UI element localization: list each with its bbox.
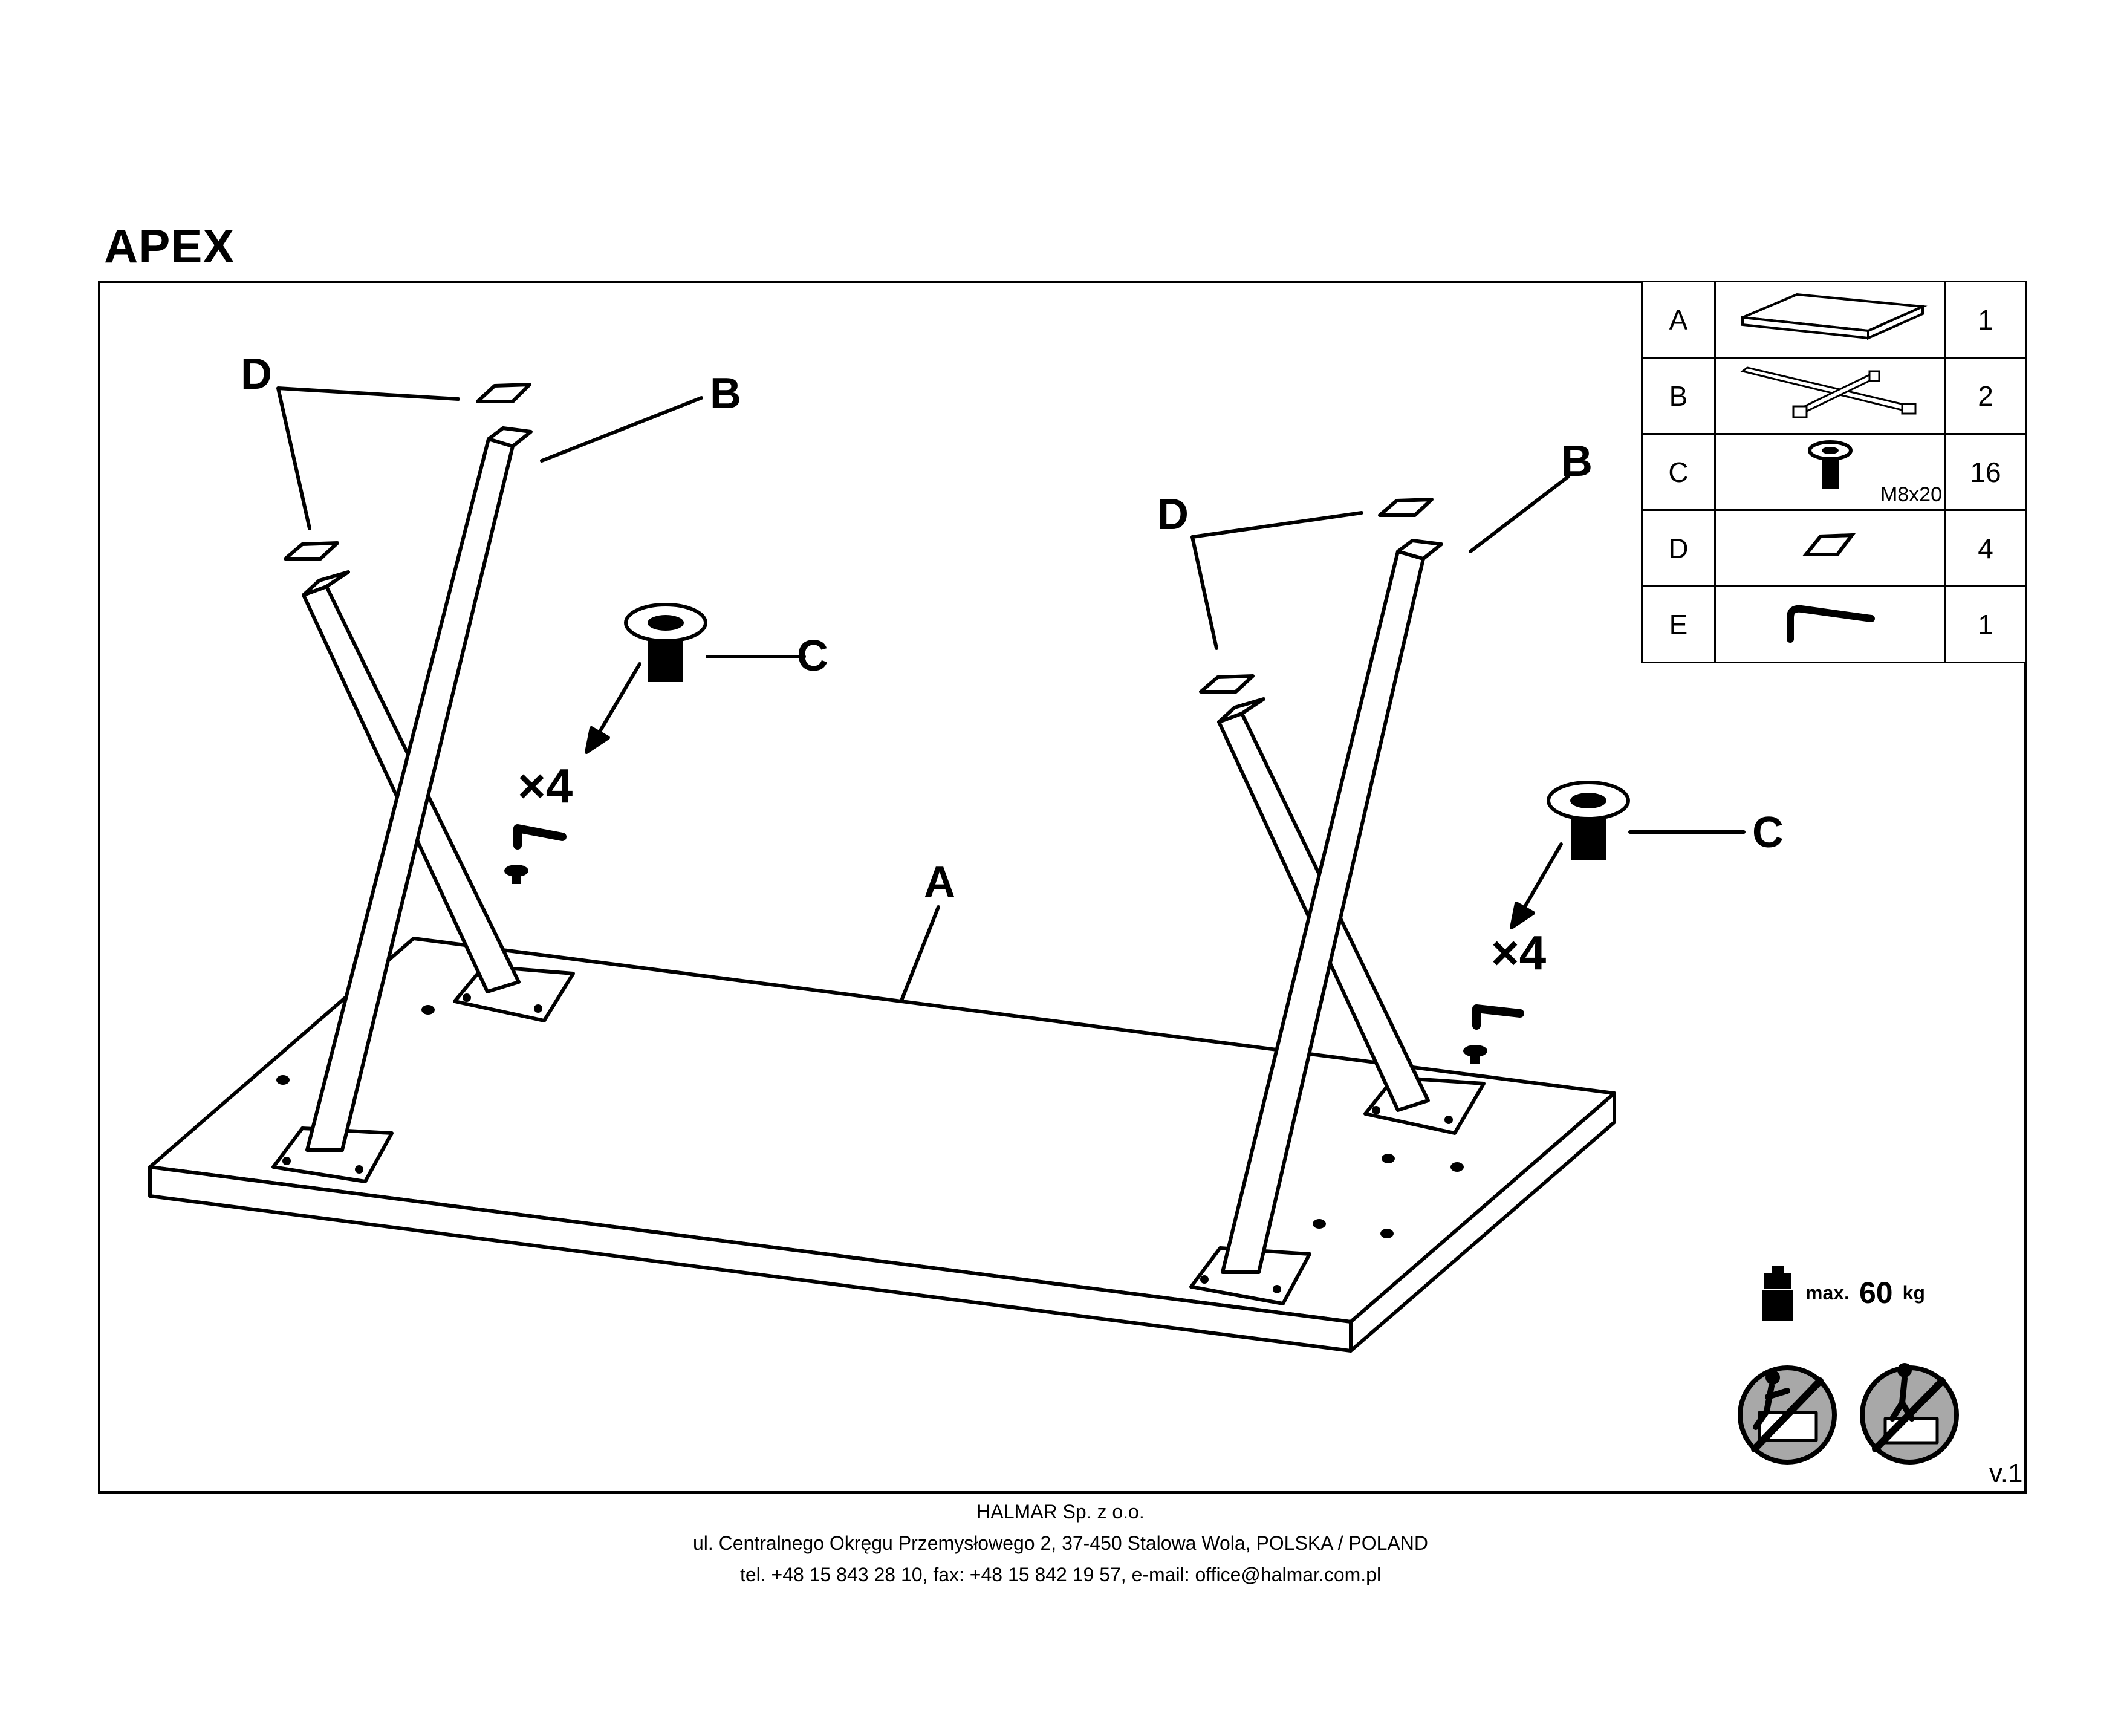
assembly-frame (98, 281, 2027, 1494)
part-quantity: 1 (1944, 281, 2027, 359)
part-quantity: 2 (1944, 357, 2027, 435)
bolt-icon: M8x20 (1714, 433, 1946, 511)
label-d-left: D (241, 350, 272, 398)
quantity-times4-right: ×4 (1491, 926, 1547, 980)
label-b-left: B (710, 369, 741, 418)
max-load-value: 60 (1859, 1276, 1893, 1310)
bolt-c-left (624, 603, 707, 682)
footer: HALMAR Sp. z o.o. ul. Centralnego Okręgu… (0, 1496, 2121, 1590)
bolt-c-right (1547, 781, 1630, 860)
label-a: A (924, 858, 955, 906)
pad-d-3 (1378, 498, 1434, 517)
parts-row-c: C M8x20 16 (1641, 433, 2027, 511)
pad-d-1 (476, 383, 531, 403)
label-c-left: C (797, 632, 828, 680)
max-load-unit: kg (1902, 1281, 1925, 1304)
quantity-times4-left: ×4 (518, 759, 573, 813)
footer-contact: tel. +48 15 843 28 10, fax: +48 15 842 1… (739, 1564, 1382, 1585)
max-load-prefix: max. (1805, 1281, 1850, 1304)
part-letter: D (1641, 509, 1716, 587)
part-quantity: 16 (1944, 433, 2027, 511)
pad-d-2 (284, 541, 339, 561)
parts-row-d: D 4 (1641, 509, 2027, 587)
part-letter: A (1641, 281, 1716, 359)
no-sitting-on-table-icon (1860, 1363, 1959, 1465)
tabletop-icon (1714, 281, 1946, 359)
pad-icon (1714, 509, 1946, 587)
part-letter: C (1641, 433, 1716, 511)
part-letter: B (1641, 357, 1716, 435)
max-load-indicator: max. 60 kg (1759, 1264, 1925, 1322)
parts-list: A 1 B 2 C (1641, 281, 2027, 663)
version-label: v.1 (1989, 1458, 2023, 1488)
part-quantity: 1 (1944, 585, 2027, 663)
bolt-size: M8x20 (1880, 483, 1942, 506)
footer-company: HALMAR Sp. z o.o. (976, 1501, 1145, 1523)
part-letter: E (1641, 585, 1716, 663)
parts-row-a: A 1 (1641, 281, 2027, 359)
x-leg-frame-icon (1714, 357, 1946, 435)
parts-row-b: B 2 (1641, 357, 2027, 435)
parts-row-e: E 1 (1641, 585, 2027, 663)
leg-frame-right (1189, 539, 1486, 1305)
label-d-right: D (1157, 490, 1189, 539)
leg-frame-left (271, 426, 575, 1183)
no-standing-on-table-icon (1738, 1365, 1837, 1465)
footer-address: ul. Centralnego Okręgu Przemysłowego 2, … (692, 1532, 1428, 1554)
pad-d-4 (1199, 674, 1255, 694)
part-quantity: 4 (1944, 509, 2027, 587)
document-title: APEX (104, 219, 235, 273)
label-c-right: C (1752, 808, 1784, 857)
allen-key-icon (1714, 585, 1946, 663)
weight-icon (1762, 1266, 1793, 1321)
label-b-right: B (1561, 437, 1593, 486)
